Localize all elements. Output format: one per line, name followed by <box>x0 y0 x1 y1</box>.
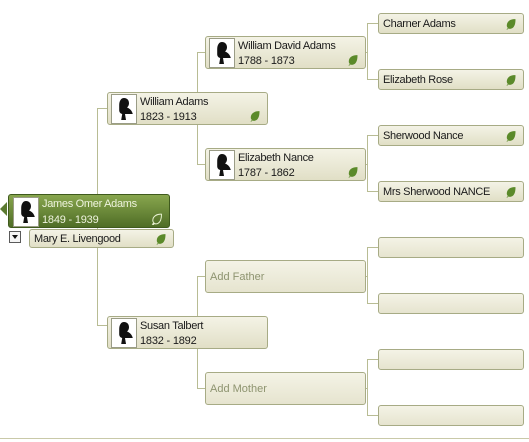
person-card-great-grandparent[interactable]: Elizabeth Rose <box>378 69 524 90</box>
person-card-great-grandparent[interactable]: Mrs Sherwood NANCE <box>378 181 524 202</box>
person-card-mother[interactable]: Susan Talbert 1832 - 1892 <box>107 316 268 349</box>
leaf-icon[interactable] <box>505 18 517 30</box>
person-card-root[interactable]: James Omer Adams 1849 - 1939 <box>8 194 170 228</box>
empty-ancestor-slot[interactable] <box>378 237 524 258</box>
leaf-icon[interactable] <box>347 54 359 66</box>
person-name: Elizabeth Rose <box>383 74 453 86</box>
connector-pgm-parents <box>367 135 368 192</box>
person-name: Sherwood Nance <box>383 130 464 142</box>
connector-e4 <box>367 415 378 416</box>
connector-mother <box>97 325 108 326</box>
person-dates: 1823 - 1913 <box>140 111 197 123</box>
connector-e2 <box>367 303 378 304</box>
connector-ggm2 <box>367 191 378 192</box>
divider <box>0 438 529 439</box>
connector-pgf <box>197 52 206 53</box>
add-father-card[interactable]: Add Father <box>205 260 366 293</box>
connector-add-mother <box>197 388 206 389</box>
person-name: Elizabeth Nance <box>238 152 314 164</box>
chevron-down-icon[interactable] <box>9 231 21 243</box>
arrow-left-icon[interactable] <box>0 202 7 216</box>
connector-pgf-tick <box>364 52 368 53</box>
leaf-icon[interactable] <box>505 186 517 198</box>
connector-pgm <box>197 164 206 165</box>
leaf-icon[interactable] <box>151 213 163 225</box>
spouse-card[interactable]: Mary E. Livengood <box>29 229 174 248</box>
empty-ancestor-slot[interactable] <box>378 405 524 426</box>
connector-ggm1 <box>367 79 378 80</box>
person-silhouette-icon <box>111 94 137 124</box>
connector-maf-parents <box>367 247 368 304</box>
connector-e1 <box>367 247 378 248</box>
person-name: Charner Adams <box>383 18 456 30</box>
person-dates: 1787 - 1862 <box>238 167 295 179</box>
person-dates: 1788 - 1873 <box>238 55 295 67</box>
person-silhouette-icon <box>111 318 137 348</box>
add-mother-label: Add Mother <box>210 382 267 395</box>
connector-pgf-parents <box>367 23 368 80</box>
person-dates: 1832 - 1892 <box>140 335 197 347</box>
spouse-name: Mary E. Livengood <box>34 233 121 245</box>
connector-mam-parents <box>367 359 368 416</box>
leaf-icon[interactable] <box>505 130 517 142</box>
leaf-icon[interactable] <box>347 166 359 178</box>
connector-pgm-tick <box>364 164 368 165</box>
person-name: William David Adams <box>238 40 336 52</box>
connector-maf-tick <box>364 276 368 277</box>
person-name: William Adams <box>140 96 209 108</box>
person-card-father[interactable]: William Adams 1823 - 1913 <box>107 92 268 125</box>
person-card-great-grandparent[interactable]: Sherwood Nance <box>378 125 524 146</box>
connector-add-father <box>197 276 206 277</box>
person-silhouette-icon <box>13 197 39 227</box>
leaf-icon[interactable] <box>155 233 167 245</box>
empty-ancestor-slot[interactable] <box>378 293 524 314</box>
leaf-icon[interactable] <box>505 74 517 86</box>
person-dates: 1849 - 1939 <box>42 214 99 226</box>
connector-father <box>97 108 108 109</box>
person-card-great-grandparent[interactable]: Charner Adams <box>378 13 524 34</box>
empty-ancestor-slot[interactable] <box>378 349 524 370</box>
person-silhouette-icon <box>209 38 235 68</box>
person-silhouette-icon <box>209 150 235 180</box>
add-father-label: Add Father <box>210 270 265 283</box>
connector-e3 <box>367 359 378 360</box>
person-name: Susan Talbert <box>140 320 204 332</box>
connector-ggf2 <box>367 135 378 136</box>
person-name: James Omer Adams <box>42 198 137 210</box>
person-name: Mrs Sherwood NANCE <box>383 186 491 198</box>
person-card-paternal-grandmother[interactable]: Elizabeth Nance 1787 - 1862 <box>205 148 366 181</box>
add-mother-card[interactable]: Add Mother <box>205 372 366 405</box>
connector-ggf1 <box>367 23 378 24</box>
leaf-icon[interactable] <box>249 110 261 122</box>
connector-mam-tick <box>364 388 368 389</box>
person-card-paternal-grandfather[interactable]: William David Adams 1788 - 1873 <box>205 36 366 69</box>
